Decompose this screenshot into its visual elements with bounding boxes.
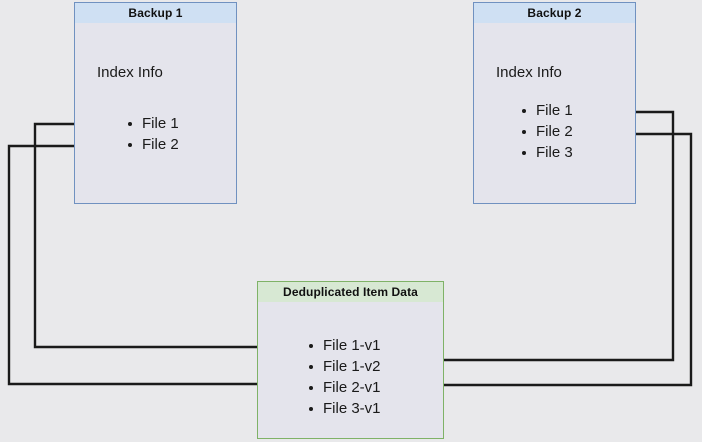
backup-2-file-list: File 1 File 2 File 3	[519, 100, 573, 163]
backup-2-index-info-label: Index Info	[496, 64, 562, 81]
connector-backup1-file2	[7, 144, 301, 389]
deduplicated-item-data-box[interactable]: Deduplicated Item Data File 1-v1 File 1-…	[257, 281, 444, 439]
backup-1-header: Backup 1	[74, 2, 237, 24]
list-item: File 2	[125, 134, 179, 155]
connector-backup2-file1	[395, 110, 675, 364]
deduplicated-item-data-header: Deduplicated Item Data	[257, 281, 444, 303]
backup-1-body: Index Info File 1 File 2	[74, 23, 237, 204]
dedup-file-list: File 1-v1 File 1-v2 File 2-v1 File 3-v1	[306, 335, 381, 419]
backup-2-header: Backup 2	[473, 2, 636, 24]
deduplicated-item-data-body: File 1-v1 File 1-v2 File 2-v1 File 3-v1	[257, 302, 444, 439]
list-item: File 1	[125, 113, 179, 134]
backup-1-file-list: File 1 File 2	[125, 113, 179, 155]
backup-1-box[interactable]: Backup 1 Index Info File 1 File 2	[74, 2, 237, 204]
backup-2-box[interactable]: Backup 2 Index Info File 1 File 2 File 3	[473, 2, 636, 204]
list-item: File 1-v2	[306, 356, 381, 377]
list-item: File 1-v1	[306, 335, 381, 356]
list-item: File 2-v1	[306, 377, 381, 398]
backup-1-index-info-label: Index Info	[97, 64, 163, 81]
list-item: File 1	[519, 100, 573, 121]
list-item: File 2	[519, 121, 573, 142]
list-item: File 3	[519, 142, 573, 163]
list-item: File 3-v1	[306, 398, 381, 419]
backup-2-body: Index Info File 1 File 2 File 3	[473, 23, 636, 204]
connector-backup2-file2	[395, 132, 693, 389]
